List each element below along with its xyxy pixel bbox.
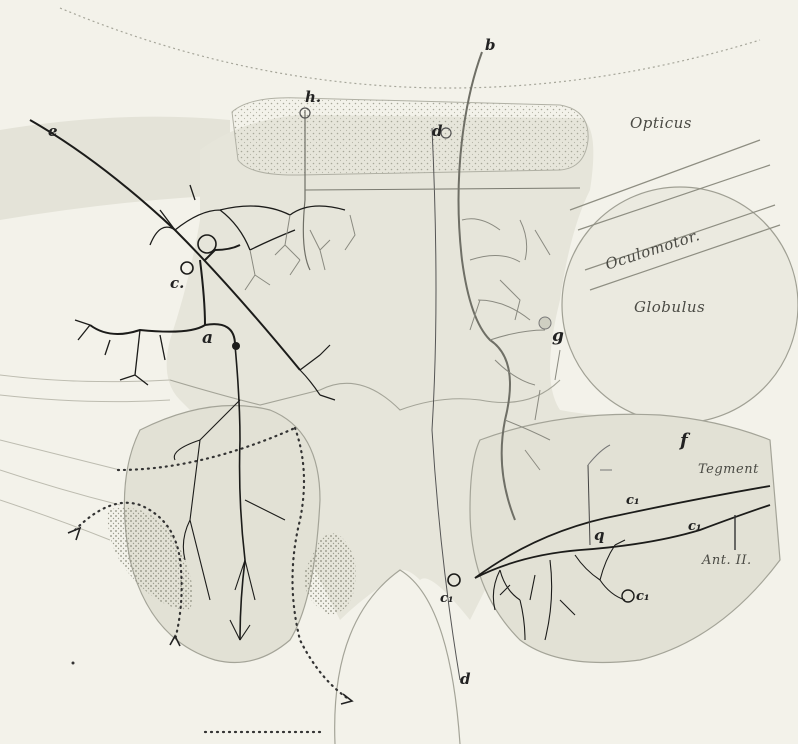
label-d-bottom: d [460,672,471,687]
label-q: q [594,528,605,543]
soma-a-dot [232,342,240,350]
label-globulus: Globulus [634,300,705,315]
label-b: b [485,38,496,53]
stray-dot [72,662,75,665]
label-a: a [202,330,213,347]
label-c1-left: c₁ [440,592,454,605]
label-c: c. [170,276,184,291]
label-d-top: d [432,124,443,139]
label-h: h. [305,90,321,105]
label-ant-ii: Ant. II. [702,554,752,567]
label-tegment: Tegment [698,463,759,476]
label-c1-upper: c₁ [626,494,640,507]
soma-g [539,317,551,329]
label-c1-right: c₁ [688,520,702,533]
stippled-block [232,98,588,175]
label-c1-low: c₁ [636,590,650,603]
label-g: g [552,328,564,345]
label-opticus: Opticus [630,116,692,131]
label-f: f [680,432,688,450]
label-e: e [48,124,58,139]
